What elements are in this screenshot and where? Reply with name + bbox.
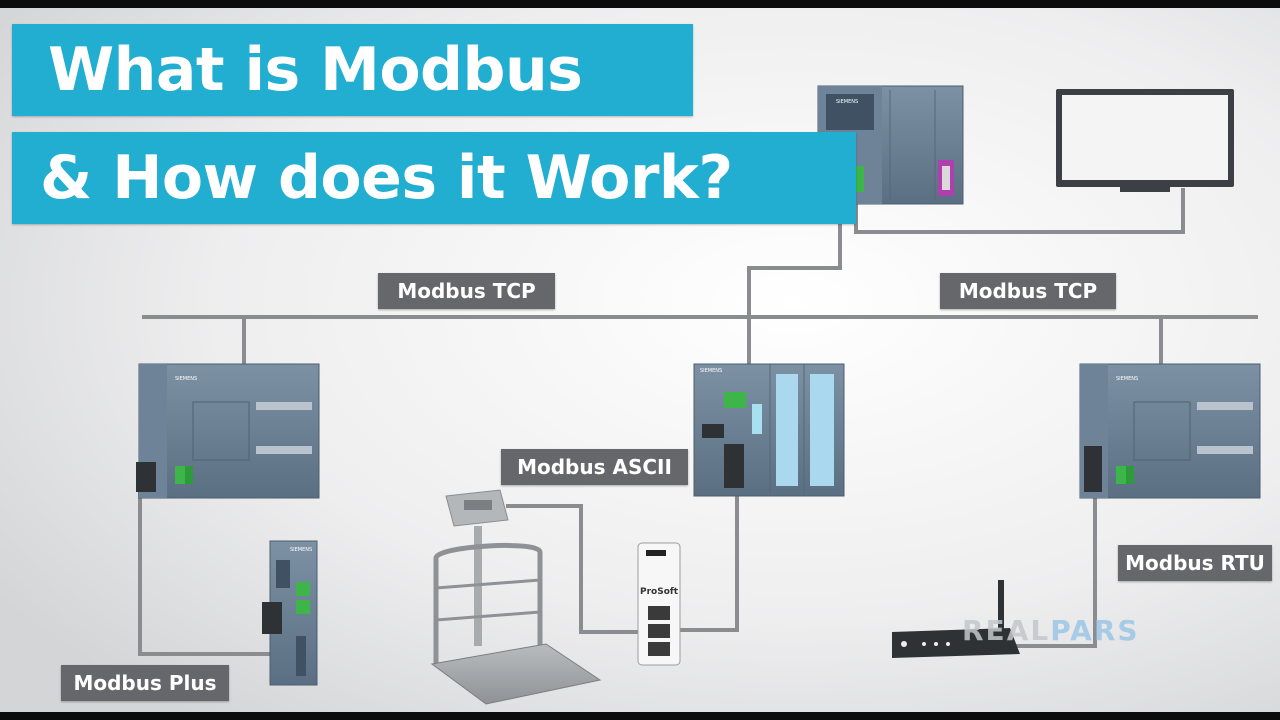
plc-right-serial-plug [1084, 446, 1102, 492]
weighing-scale [430, 489, 602, 705]
realpars-watermark: REALPARS [962, 614, 1140, 647]
label-modbus-tcp-right: Modbus TCP [940, 273, 1116, 309]
et200-brand-label: SIEMENS [700, 368, 722, 374]
label-modbus-plus: Modbus Plus [61, 665, 229, 701]
title-line-2: & How does it Work? [12, 132, 856, 224]
label-modbus-ascii: Modbus ASCII [501, 449, 688, 485]
plc-s7-1200-right: SIEMENS [1079, 363, 1261, 499]
plc-right-brand-label: SIEMENS [1116, 376, 1138, 382]
plc-left-serial-plug [136, 462, 156, 492]
plc-s7-1200-left: SIEMENS [136, 363, 320, 499]
module-brand-label: SIEMENS [290, 547, 312, 553]
plc-brand-label: SIEMENS [836, 99, 858, 105]
label-modbus-rtu: Modbus RTU [1118, 545, 1272, 581]
prosoft-logo: ProSoft [640, 587, 679, 597]
cable-network [138, 188, 1258, 656]
title-line-1: What is Modbus [12, 24, 693, 116]
plc-left-brand-label: SIEMENS [175, 376, 197, 382]
et200-io-station: SIEMENS [693, 363, 845, 497]
wireless-router [892, 580, 1020, 658]
label-modbus-tcp-left: Modbus TCP [378, 273, 555, 309]
modbus-plus-module: SIEMENS [262, 540, 318, 686]
watermark-part-1: REAL [962, 614, 1051, 647]
watermark-part-2: PARS [1050, 614, 1140, 647]
hmi-monitor [1056, 89, 1234, 192]
module-serial-plug [262, 602, 282, 634]
prosoft-gateway: ProSoft [637, 542, 681, 666]
